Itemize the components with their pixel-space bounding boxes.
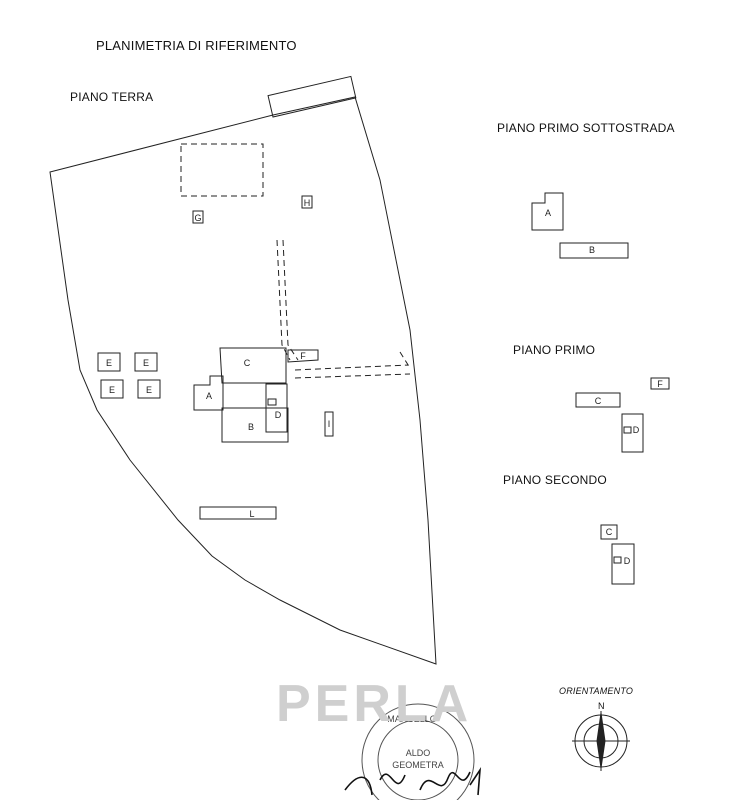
building-e4 bbox=[137, 379, 161, 399]
signature bbox=[344, 766, 482, 796]
label-e3: E bbox=[109, 385, 115, 395]
lot-boundary bbox=[49, 96, 437, 665]
orientation-label: ORIENTAMENTO bbox=[559, 686, 634, 696]
floor-label-piano-secondo: PIANO SECONDO bbox=[503, 473, 607, 487]
secondo-building-c bbox=[600, 524, 618, 540]
primo-detail bbox=[623, 426, 632, 434]
watermark: PERLA bbox=[276, 675, 473, 733]
road-strip bbox=[267, 75, 357, 118]
label-e1: E bbox=[106, 358, 112, 368]
building-c bbox=[219, 347, 287, 384]
floor-label-piano-primo-sottostrada: PIANO PRIMO SOTTOSTRADA bbox=[497, 121, 675, 135]
label-g: G bbox=[194, 213, 201, 223]
building-g bbox=[192, 210, 204, 224]
secondo-detail bbox=[613, 556, 622, 564]
primo-building-d bbox=[621, 413, 644, 453]
page-title: PLANIMETRIA DI RIFERIMENTO bbox=[96, 38, 297, 53]
label-i: I bbox=[328, 419, 331, 429]
label-primo-d: D bbox=[633, 425, 640, 435]
sotto-building-a bbox=[531, 192, 564, 231]
dashed-path-vertical bbox=[276, 239, 299, 361]
label-d: D bbox=[275, 410, 282, 420]
label-c: C bbox=[244, 358, 251, 368]
label-primo-f: F bbox=[657, 379, 663, 389]
building-l bbox=[199, 506, 277, 520]
label-b: B bbox=[248, 422, 254, 432]
floor-label-piano-terra: PIANO TERRA bbox=[70, 90, 154, 104]
label-sotto-b: B bbox=[589, 245, 595, 255]
label-secondo-c: C bbox=[606, 527, 613, 537]
building-e3 bbox=[100, 379, 124, 399]
building-e1 bbox=[97, 352, 121, 372]
label-sotto-a: A bbox=[545, 208, 551, 218]
primo-building-f bbox=[650, 377, 670, 390]
stamp-line2: GEOMETRA bbox=[392, 760, 444, 770]
dashed-path-horizontal bbox=[294, 351, 411, 379]
building-f bbox=[287, 349, 319, 363]
stamp-line1: ALDO bbox=[406, 748, 431, 758]
floor-label-piano-primo: PIANO PRIMO bbox=[513, 343, 596, 357]
building-i bbox=[324, 411, 334, 437]
stamp-outer bbox=[361, 703, 475, 800]
building-a bbox=[193, 375, 224, 411]
label-primo-c: C bbox=[595, 396, 602, 406]
label-l: L bbox=[249, 509, 254, 519]
sotto-building-b bbox=[559, 242, 629, 259]
building-h bbox=[301, 195, 313, 209]
compass-north-label: N bbox=[598, 701, 605, 711]
label-e2: E bbox=[143, 358, 149, 368]
dashed-area bbox=[180, 143, 264, 197]
compass-needle bbox=[596, 712, 606, 769]
label-a: A bbox=[206, 391, 212, 401]
building-d-detail bbox=[267, 398, 277, 406]
building-d bbox=[265, 383, 288, 433]
stamp-inner bbox=[377, 719, 459, 800]
stamp-ring-text: MARCELLO bbox=[387, 714, 437, 724]
building-e2 bbox=[134, 352, 158, 372]
secondo-building-d bbox=[611, 543, 635, 585]
label-e4: E bbox=[146, 385, 152, 395]
label-f: F bbox=[300, 351, 306, 361]
label-secondo-d: D bbox=[624, 556, 631, 566]
label-h: H bbox=[304, 198, 311, 208]
primo-building-c bbox=[575, 392, 621, 408]
